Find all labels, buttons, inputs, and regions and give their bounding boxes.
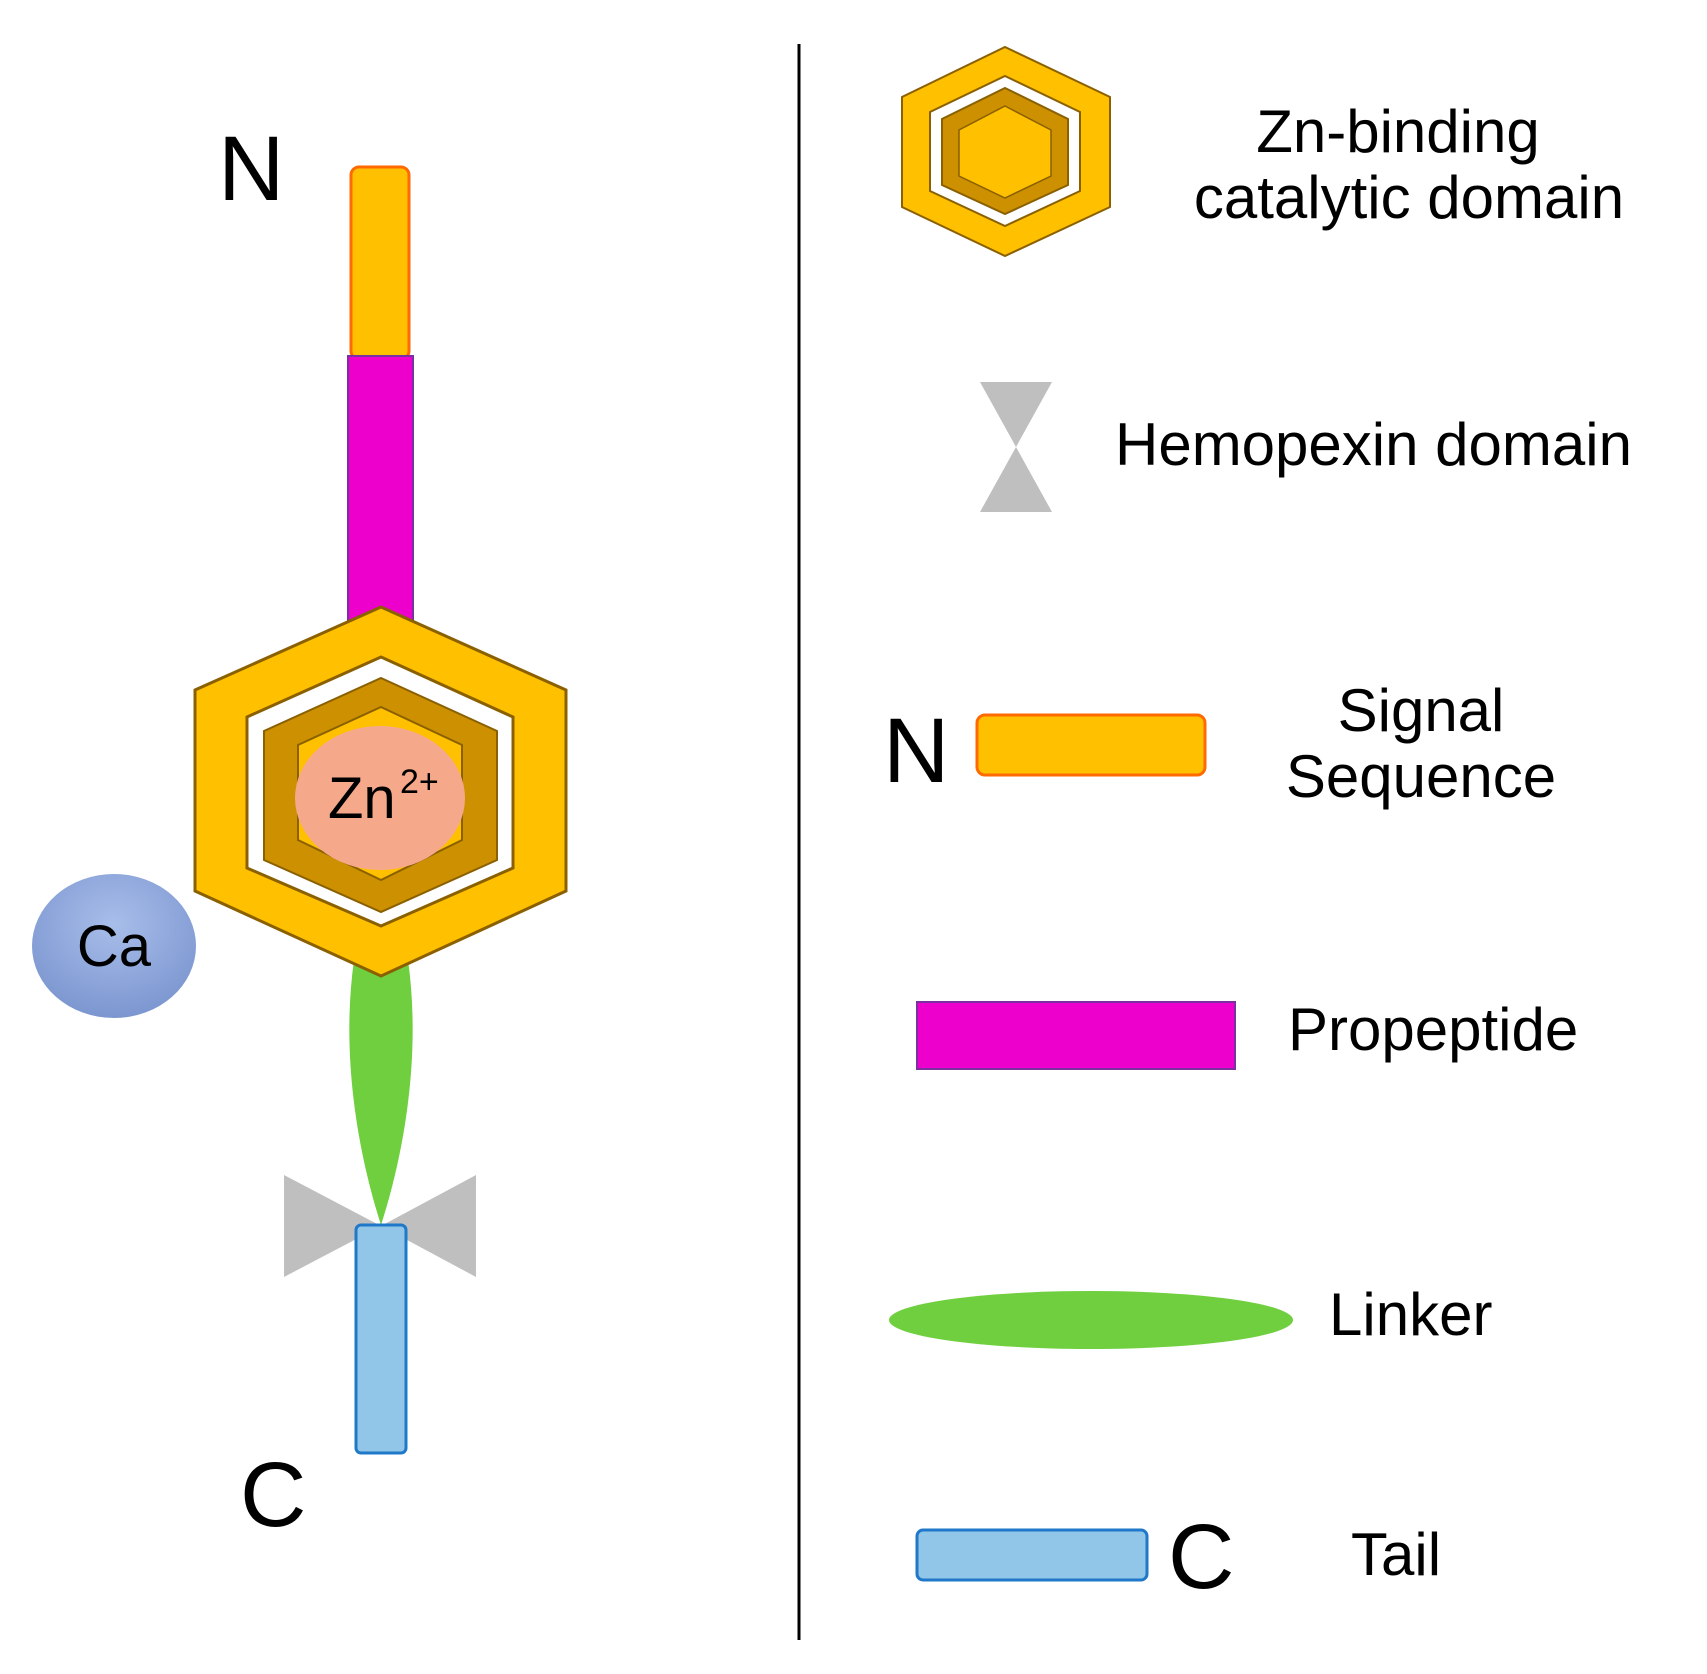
legend-signal-n-terminus: N: [883, 700, 949, 802]
legend-catalytic-domain-label-line2: catalytic domain: [1194, 164, 1624, 231]
legend-tail: C Tail: [915, 1506, 1441, 1608]
zinc-ion: [295, 726, 465, 870]
propeptide-segment: [347, 355, 414, 629]
legend-catalytic-domain-swatch: [901, 45, 1111, 258]
legend-signal-sequence-label-line2: Sequence: [1286, 743, 1556, 810]
zinc-ion-charge: 2+: [400, 763, 439, 801]
hemopexin-domain-segment: [284, 1175, 476, 1277]
c-terminus-label: C: [240, 1444, 306, 1546]
zinc-ion-label: Zn: [328, 766, 396, 831]
legend-linker-swatch: [889, 1291, 1293, 1349]
calcium-ion-label: Ca: [77, 914, 152, 979]
legend-signal-sequence-label-line1: Signal: [1338, 677, 1505, 744]
legend-tail-swatch: [915, 1528, 1149, 1582]
legend-linker: Linker: [889, 1281, 1492, 1349]
n-terminus-label: N: [218, 118, 284, 220]
legend-hemopexin-domain-label: Hemopexin domain: [1115, 411, 1632, 478]
legend: Zn-binding catalytic domain Hemopexin do…: [883, 45, 1632, 1608]
legend-catalytic-domain: Zn-binding catalytic domain: [901, 45, 1624, 258]
legend-hemopexin-domain-swatch: [980, 382, 1052, 512]
calcium-ion: [32, 874, 196, 1018]
legend-catalytic-domain-label-line1: Zn-binding: [1256, 98, 1540, 165]
legend-tail-c-terminus: C: [1168, 1506, 1234, 1608]
protein-schematic: N Zn 2+ Ca C: [32, 118, 568, 1546]
legend-signal-sequence-swatch: [975, 713, 1207, 777]
legend-propeptide-label: Propeptide: [1288, 996, 1578, 1063]
legend-tail-label: Tail: [1351, 1521, 1441, 1588]
legend-linker-label: Linker: [1329, 1281, 1492, 1348]
legend-propeptide: Propeptide: [916, 996, 1578, 1070]
tail-segment: [354, 1223, 408, 1455]
legend-propeptide-swatch: [916, 1001, 1236, 1070]
legend-signal-sequence: N Signal Sequence: [883, 677, 1556, 810]
signal-sequence-segment: [349, 165, 411, 361]
linker-segment: [349, 960, 413, 1225]
legend-hemopexin-domain: Hemopexin domain: [980, 382, 1632, 512]
